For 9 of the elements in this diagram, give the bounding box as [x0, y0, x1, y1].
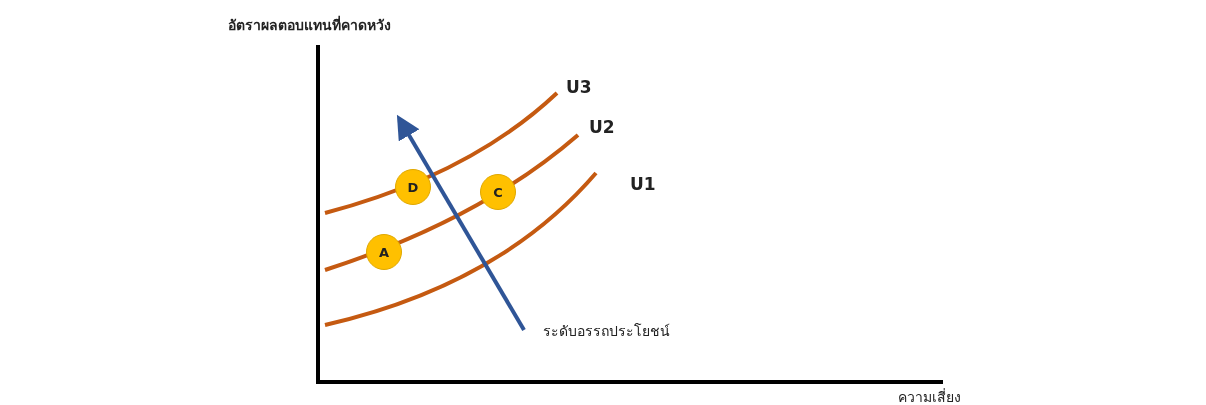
- point-circle: C: [480, 174, 516, 210]
- axis-title: อัตราผลตอบแทนที่คาดหวัง: [228, 14, 391, 35]
- curve-label: U2: [589, 117, 615, 137]
- point-circle: D: [395, 169, 431, 205]
- curve-label: U1: [630, 174, 656, 194]
- curve-label: U3: [566, 77, 592, 97]
- axis-title: ความเสี่ยง: [898, 387, 961, 405]
- point-circle: A: [366, 234, 402, 270]
- arrow-label: ระดับอรรถประโยชน์: [543, 322, 670, 341]
